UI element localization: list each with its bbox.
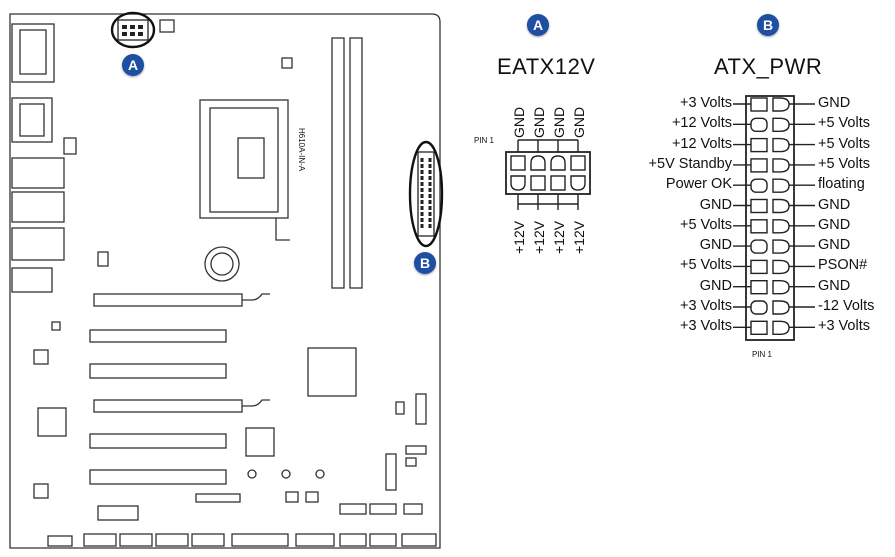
atx-pwr-left-label: GND [699, 277, 732, 294]
atx-pin-left [750, 259, 768, 275]
atx-pin-right [772, 178, 790, 193]
atx-pin-right [772, 280, 790, 295]
atx-pin-left [750, 219, 768, 234]
eatx12v-top-label: GND [551, 106, 567, 138]
atx-pwr-pinout [733, 95, 815, 341]
atx-pwr-left-label: +5V Standby [648, 155, 732, 172]
board-eatx12v-connector [110, 11, 156, 49]
badge-a-eatx-text: A [532, 17, 544, 33]
eatx12v-bottom-label: +12V [551, 220, 567, 254]
atx-pwr-left-label: +5 Volts [680, 216, 732, 233]
eatx12v-top-label: GND [571, 106, 587, 138]
atx-pin-right [772, 239, 790, 254]
badge-a-board: A [122, 54, 144, 76]
atx-pwr-right-label: +5 Volts [818, 115, 870, 132]
atx-pin-right [772, 198, 790, 214]
eatx12v-bottom-label: +12V [571, 220, 587, 254]
eatx12v-pinout [505, 139, 591, 210]
atx-pin-right [772, 97, 790, 112]
board-outline [9, 13, 441, 549]
atx-pwr-left-label: +12 Volts [671, 115, 732, 132]
atx-pin-left [750, 198, 768, 214]
atx-pwr-right-label: PSON# [818, 257, 868, 274]
atx-pin-right [772, 259, 790, 275]
atx-pwr-left-label: +3 Volts [680, 298, 732, 314]
atx-pwr-left-label: GND [699, 196, 732, 213]
board-atx-pwr-connector [408, 140, 444, 248]
atx-pwr-right-label: GND [818, 237, 851, 254]
atx-pwr-right-label: GND [818, 277, 851, 294]
badge-b-text: B [419, 255, 431, 271]
atx-pin-left [750, 300, 768, 315]
badge-b-atx-text: B [762, 17, 774, 33]
atx-pwr-left-label: +3 Volts [680, 95, 732, 111]
atx-pwr-right-label: +5 Volts [818, 135, 870, 152]
atx-pin-right [772, 137, 790, 153]
atx-pwr-pin1-label: PIN 1 [752, 350, 773, 359]
atx-pwr-left-label: GND [699, 237, 732, 254]
atx-pin-left [750, 117, 768, 133]
atx-pin-left [750, 158, 768, 173]
eatx12v-top-label: GND [511, 106, 527, 138]
atx-pin-right [772, 117, 790, 132]
atx-pin-left [750, 178, 768, 193]
atx-pin-left [750, 280, 768, 295]
atx-pin-right [772, 219, 790, 234]
atx-pin-left [750, 320, 768, 335]
atx-pwr-right-label: GND [818, 95, 851, 111]
atx-pwr-title: ATX_PWR [714, 54, 823, 79]
atx-pwr-left-label: +5 Volts [680, 257, 732, 274]
eatx12v-pin1-label: PIN 1 [474, 136, 495, 145]
atx-pwr-right-label: +3 Volts [818, 318, 870, 335]
atx-pwr-left-label: +12 Volts [671, 135, 732, 152]
atx-pwr-right-label: floating [818, 176, 865, 193]
eatx12v-bottom-label: +12V [511, 220, 527, 254]
cpu-socket-label: H610A-IN-A [297, 128, 306, 172]
badge-a-text: A [127, 57, 139, 73]
atx-pin-right [772, 320, 790, 335]
badge-b-atx: B [757, 14, 779, 36]
atx-pwr-left-label: +3 Volts [680, 318, 732, 335]
badge-b-board: B [414, 252, 436, 274]
eatx12v-bottom-label: +12V [531, 220, 547, 254]
atx-pwr-right-label: +5 Volts [818, 155, 870, 172]
atx-pin-right [772, 158, 790, 173]
atx-pin-left [750, 137, 768, 153]
atx-pwr-left-label: Power OK [665, 176, 732, 193]
atx-pin-right [772, 300, 790, 315]
eatx12v-title: EATX12V [497, 54, 596, 79]
atx-pin-left [750, 97, 768, 112]
atx-pwr-right-label: GND [818, 196, 851, 213]
atx-pin-left [750, 239, 768, 254]
atx-pwr-right-label: GND [818, 216, 851, 233]
atx-pwr-right-label: -12 Volts [818, 298, 875, 314]
badge-a-eatx: A [527, 14, 549, 36]
eatx12v-top-label: GND [531, 106, 547, 138]
